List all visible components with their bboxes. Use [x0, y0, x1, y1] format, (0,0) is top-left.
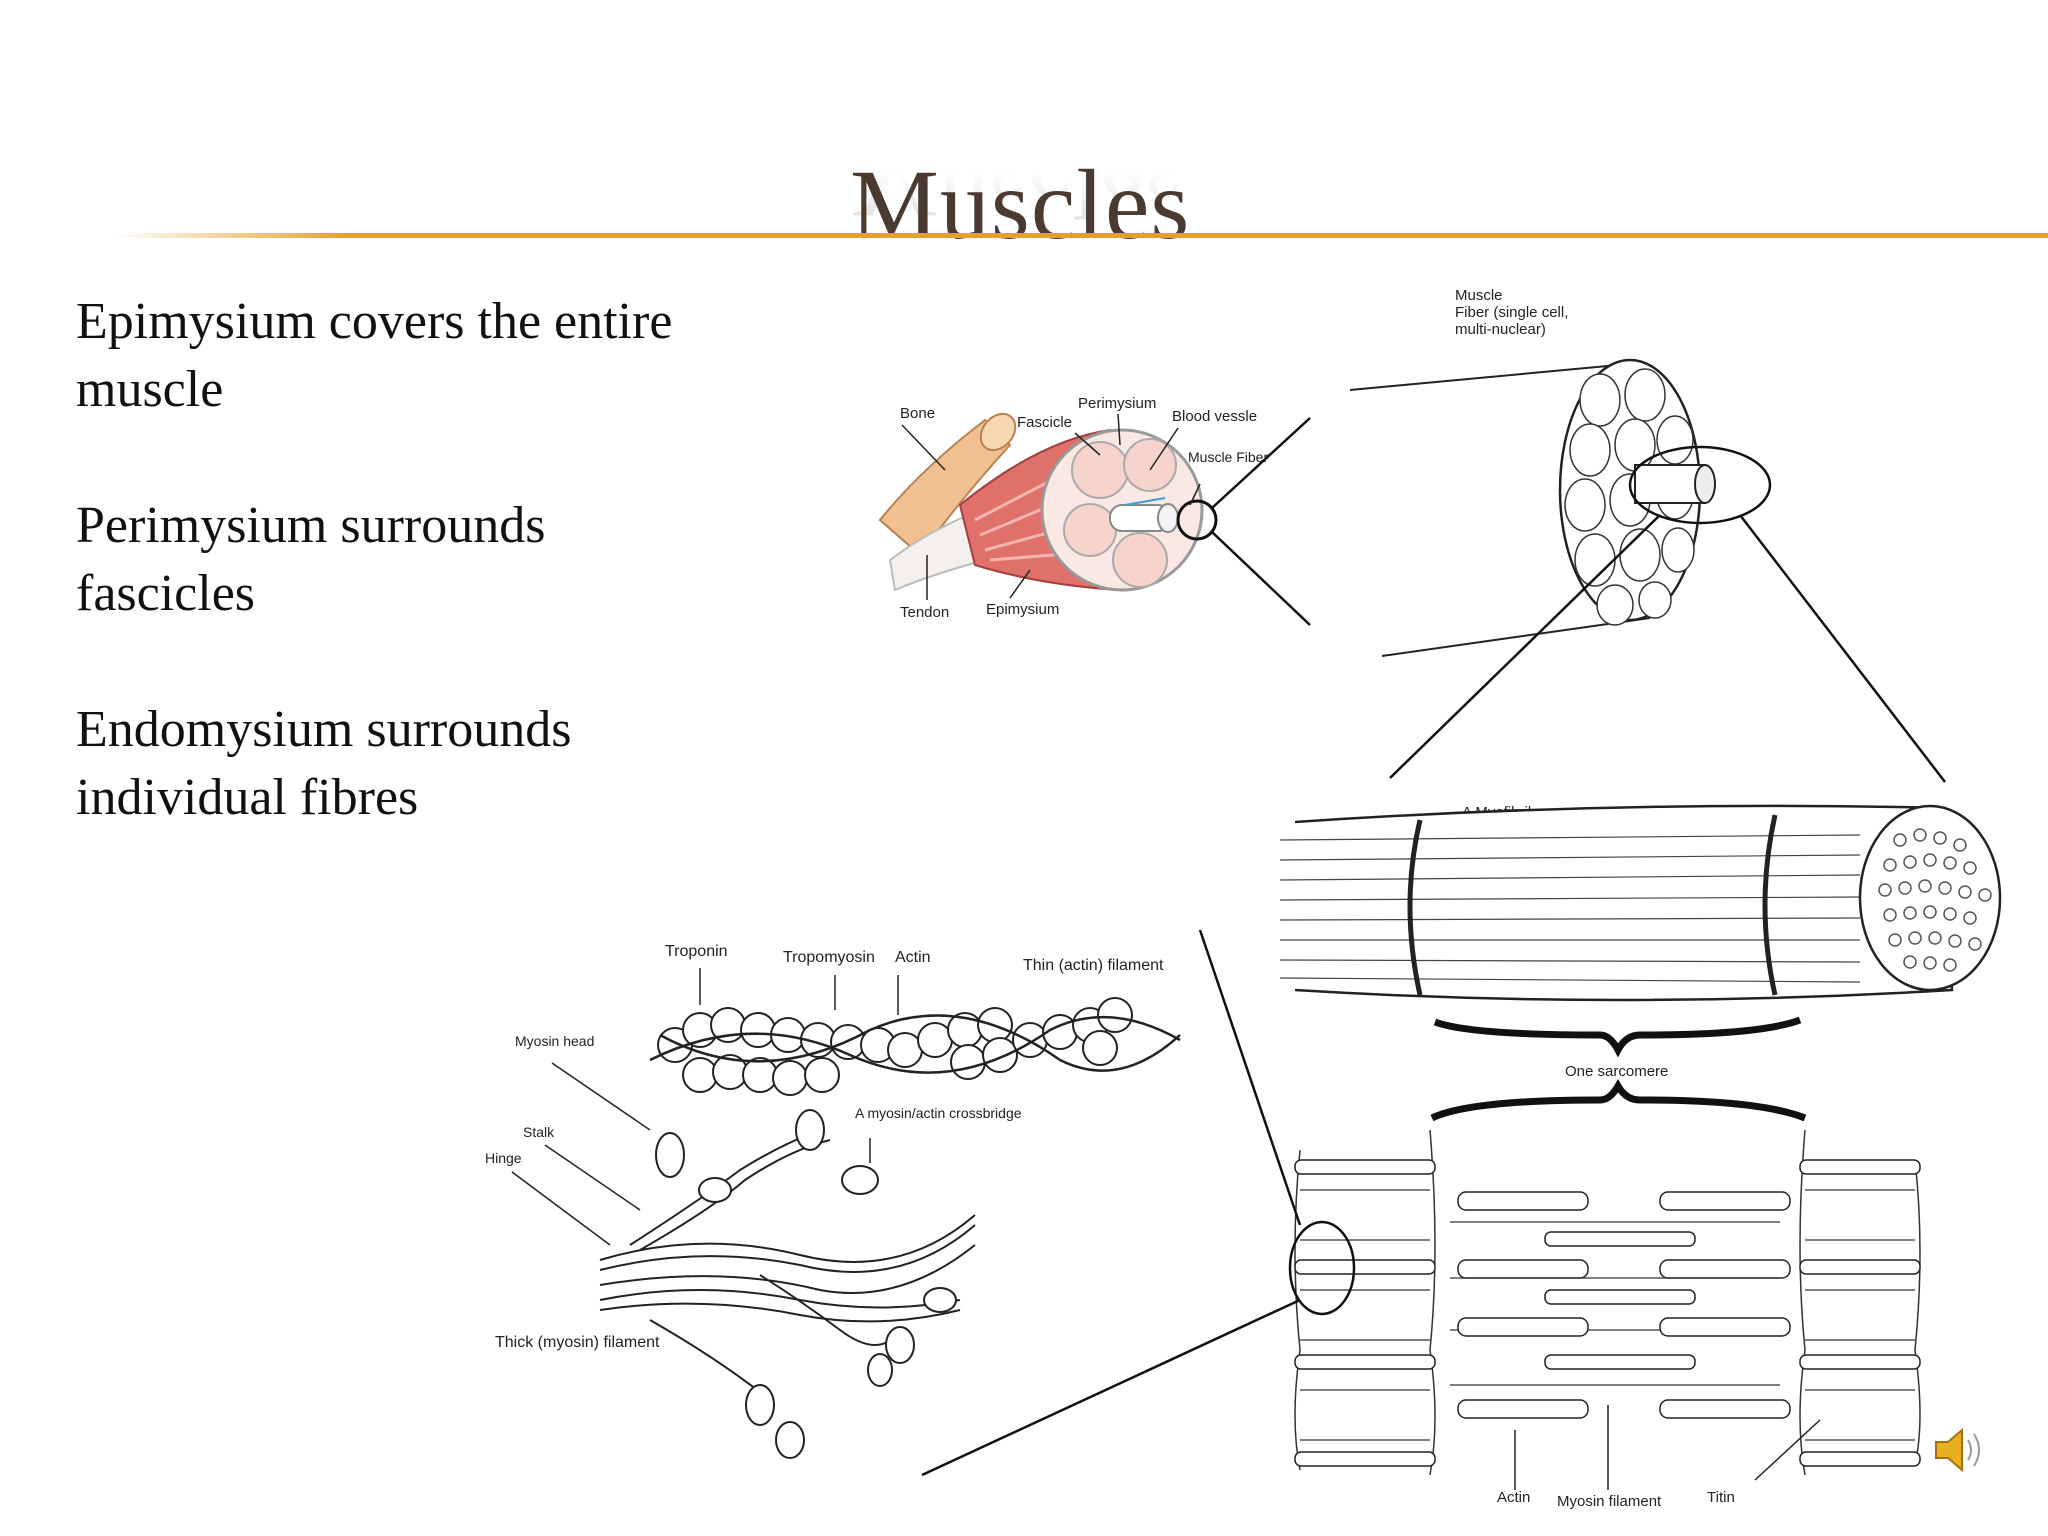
filament-illustration: Troponin Tropomyosin Actin Thin (actin) … [485, 943, 1181, 1459]
tropomyosin-strand-2 [659, 1014, 1181, 1072]
crossbridge-callout-line-top [1198, 929, 1302, 1226]
z-disc-dots [1294, 1159, 1921, 1467]
fascicle-2 [1123, 438, 1177, 492]
fascicle-3 [1063, 503, 1117, 557]
z-disc-left [1294, 1129, 1436, 1476]
actin-rows [1457, 1191, 1791, 1419]
label-sarc-myosin: Myosin filament [1557, 1493, 1662, 1510]
callout-line-top [1211, 417, 1311, 509]
fiber-top-edge [1349, 362, 1641, 391]
title-rule [115, 233, 2048, 238]
bullet-endomysium: Endomysium surrounds individual fibres [76, 701, 572, 826]
title-area: Muscles Muscles [850, 128, 1210, 310]
label-bone: Bone [900, 405, 935, 422]
label-sarc-actin: Actin [1497, 1489, 1530, 1506]
crossbridge-callout-circle [1288, 1220, 1356, 1316]
crossbridge-callout-line-bottom [921, 1298, 1301, 1477]
z-line-left [1407, 819, 1423, 996]
thin-filament-beads [657, 997, 1133, 1096]
label-tropomyosin: Tropomyosin [783, 949, 875, 966]
muscle-fiber-illustration: Muscle Fiber (single cell, multi-nuclear… [1349, 287, 1946, 783]
label-fascicle: Fascicle [1017, 414, 1072, 431]
fascicle-1 [1071, 441, 1129, 499]
myofibril-pulled-end [1694, 464, 1716, 504]
bullet-list: Epimysium covers the entire muscle Perim… [76, 288, 696, 900]
sarcomere-brace-bottom [1430, 1078, 1807, 1122]
label-crossbridge: A myosin/actin crossbridge [855, 1105, 1022, 1121]
myofibril-callout-circle [1628, 445, 1772, 525]
bullet-epimysium: Epimysium covers the entire muscle [76, 293, 673, 418]
leader-myosin-head [551, 1062, 651, 1131]
speaker-icon[interactable] [1930, 1420, 1990, 1480]
leader-stalk [544, 1144, 641, 1211]
leader-hinge [511, 1171, 611, 1246]
sarcomere-illustration: Actin Myosin filament Titin [921, 929, 1921, 1510]
label-epimysium: Epimysium [986, 601, 1059, 618]
myofibril-callout-line-right [1739, 514, 1946, 783]
label-stalk: Stalk [523, 1124, 555, 1140]
fiber-label-line3: multi-nuclear) [1455, 321, 1546, 338]
slide-title: Muscles [850, 149, 1191, 260]
fiber-label-line1: Muscle [1455, 287, 1503, 304]
label-myosin-head: Myosin head [515, 1033, 594, 1049]
leader-blood-vessel [1149, 427, 1179, 471]
label-troponin: Troponin [665, 943, 728, 960]
label-perimysium: Perimysium [1078, 395, 1156, 412]
myofibril-end [1858, 804, 2002, 992]
myosin-filaments [1544, 1231, 1696, 1370]
blood-vessel-shape [1124, 497, 1166, 506]
leader-perimysium [1117, 413, 1121, 446]
whole-muscle-illustration: Bone Fascicle Perimysium Blood vessle Mu… [878, 395, 1311, 626]
fiber-callout-circle [1176, 499, 1218, 541]
label-thick-filament: Thick (myosin) filament [495, 1334, 660, 1351]
z-disc-right [1799, 1129, 1921, 1476]
fascicle-4 [1112, 532, 1168, 588]
myofibril-end-dots [1878, 828, 1992, 972]
bone-end [979, 412, 1017, 452]
leader-sarc-titin [1754, 1419, 1821, 1481]
leader-muscle-fiber [1189, 483, 1201, 506]
callout-line-bottom [1211, 531, 1311, 626]
fiber-bottom-edge [1381, 617, 1651, 657]
myofibril-callout-line-left [1389, 514, 1661, 779]
label-muscle-fiber: Muscle Fiber [1188, 449, 1268, 465]
fiber-label-line2: Fiber (single cell, [1455, 304, 1568, 321]
label-actin: Actin [895, 949, 931, 966]
sarcomere-label: One sarcomere [1565, 1063, 1668, 1080]
label-hinge: Hinge [485, 1150, 522, 1166]
thick-filament-strands [599, 1129, 976, 1401]
sarcomere-brace-top [1433, 1016, 1802, 1058]
myofibril-illustration: A Myofibril One sarcomere [1279, 804, 2002, 1122]
label-tendon: Tendon [900, 604, 949, 621]
bullet-perimysium: Perimysium surrounds fascicles [76, 497, 546, 622]
muscle-fiber-end [1157, 503, 1179, 533]
thin-filaments [1300, 1189, 1915, 1441]
leader-epimysium [1009, 569, 1031, 599]
leader-fascicle [1074, 432, 1101, 456]
myosin-heads [655, 1109, 957, 1459]
label-blood-vessel: Blood vessle [1172, 408, 1257, 425]
z-line-right [1762, 814, 1778, 996]
tropomyosin-strand-1 [649, 1015, 1181, 1074]
label-thin-filament: Thin (actin) filament [1023, 957, 1164, 974]
leader-bone [901, 424, 946, 471]
label-sarc-titin: Titin [1707, 1489, 1735, 1506]
